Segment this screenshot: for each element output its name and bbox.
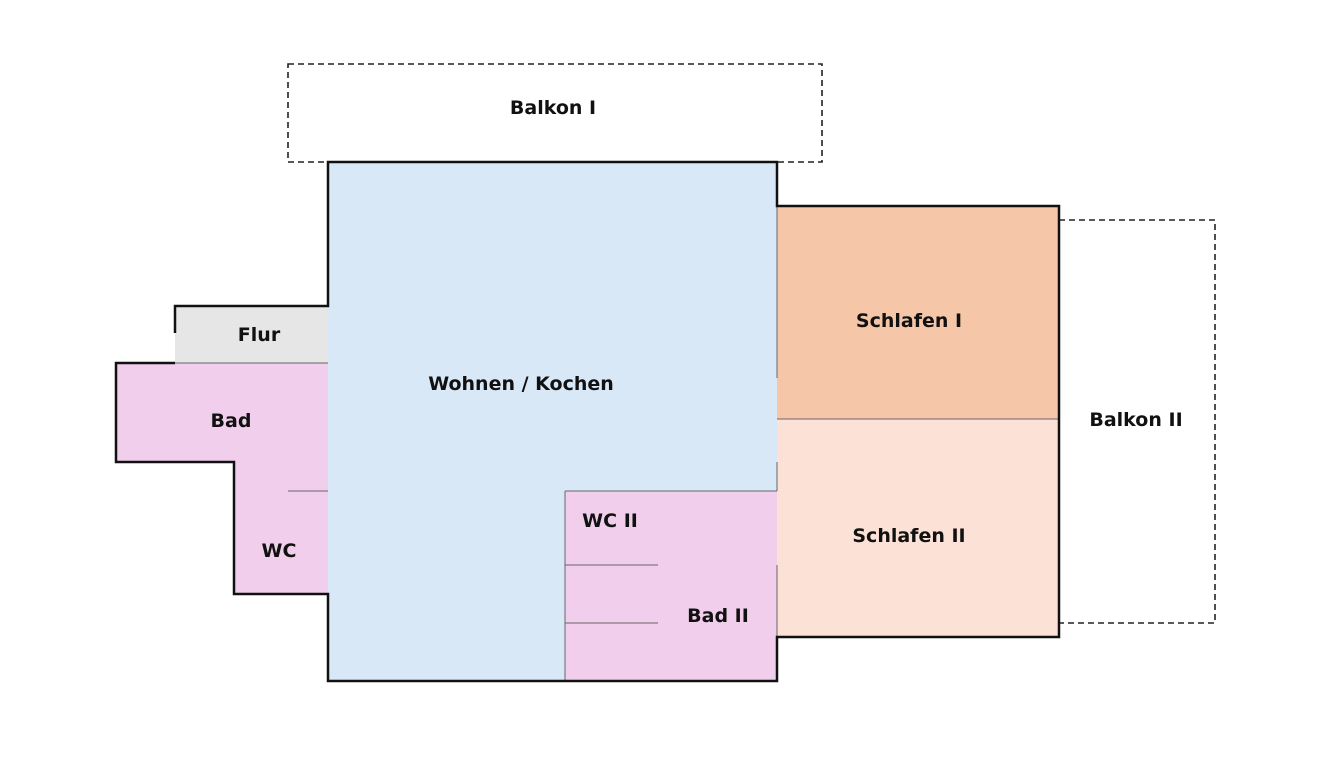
label-balkon-ii: Balkon II <box>1089 409 1182 431</box>
label-wohnen-kochen: Wohnen / Kochen <box>428 373 614 395</box>
label-schlafen-ii: Schlafen II <box>852 525 965 547</box>
exterior-walls <box>114 160 1061 683</box>
room-flur <box>175 306 328 363</box>
room-wc-ii-bad-ii <box>565 491 777 681</box>
label-schlafen-i: Schlafen I <box>856 310 962 332</box>
label-flur: Flur <box>238 324 281 346</box>
label-bad: Bad <box>211 410 252 432</box>
room-schlafen-i <box>777 206 1059 419</box>
label-wc-ii: WC II <box>582 510 638 532</box>
room-schlafen-ii <box>777 419 1059 637</box>
wall-top-left <box>114 160 1061 683</box>
interior-dividers <box>175 206 1059 681</box>
label-bad-ii: Bad II <box>687 605 749 627</box>
label-balkon-i: Balkon I <box>510 97 596 119</box>
room-bad-wc <box>116 363 328 594</box>
balcony-i-outline <box>287 63 823 163</box>
label-wc: WC <box>262 540 297 562</box>
